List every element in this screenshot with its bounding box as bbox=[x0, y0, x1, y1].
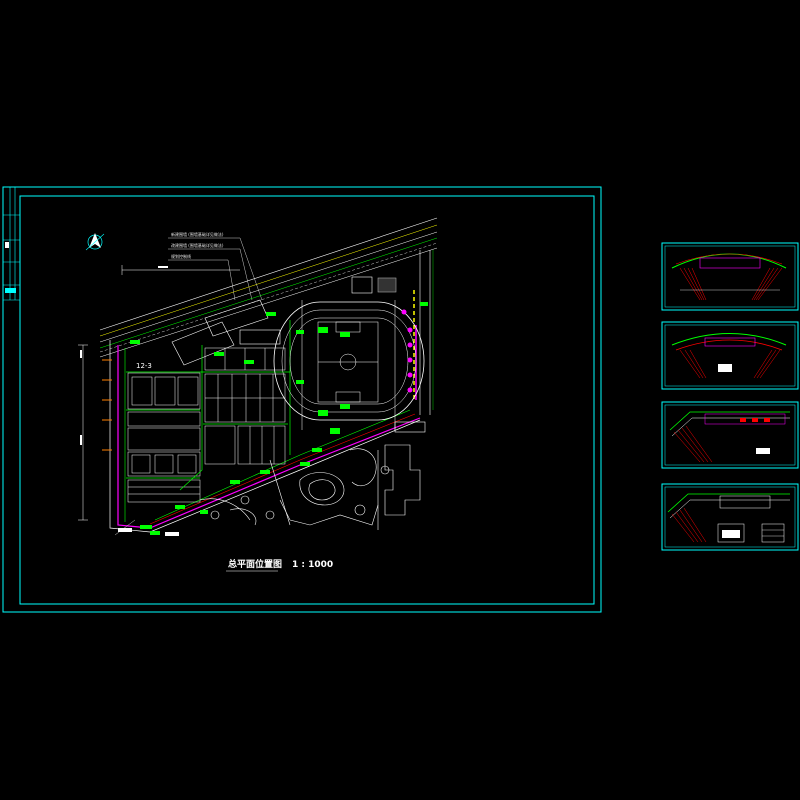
legend-line-1: 新建围墙 (围墙基础详见做法) bbox=[171, 231, 224, 237]
bottom-right-building bbox=[384, 421, 426, 516]
landscape-area bbox=[199, 448, 390, 530]
tree-markers bbox=[401, 309, 413, 393]
thumbnail-sheet-1[interactable] bbox=[661, 242, 799, 311]
thumbnail-sheet-4[interactable] bbox=[661, 483, 799, 551]
main-sheet-outer-frame bbox=[2, 186, 602, 613]
main-sheet-inner-frame bbox=[19, 195, 595, 605]
legend-line-3: 规划控制线 bbox=[171, 253, 191, 259]
thumbnail-sheet-3[interactable] bbox=[661, 401, 799, 469]
dimension-line-left bbox=[78, 344, 88, 521]
green-paths bbox=[126, 320, 291, 491]
north-arrow-icon bbox=[85, 233, 105, 251]
green-tags bbox=[130, 302, 428, 529]
courts-left bbox=[127, 372, 201, 503]
right-road bbox=[413, 250, 434, 415]
title-block-strip bbox=[3, 187, 20, 301]
diagonal-road bbox=[99, 217, 438, 358]
legend-block: 新建围墙 (围墙基础详见做法) 改建围墙 (围墙基础详见做法) 规划控制线 bbox=[168, 231, 263, 301]
dimension-line-top bbox=[121, 265, 240, 275]
thumbnail-sheet-2[interactable] bbox=[661, 321, 799, 390]
main-sheet[interactable]: 新建围墙 (围墙基础详见做法) 改建围墙 (围墙基础详见做法) 规划控制线 bbox=[2, 186, 602, 613]
legend-line-2: 改建围墙 (围墙基础详见做法) bbox=[171, 242, 224, 248]
top-buildings bbox=[171, 276, 397, 366]
drawing-scale: 1 : 1000 bbox=[292, 560, 333, 570]
courts-center bbox=[204, 347, 286, 465]
athletics-track bbox=[273, 300, 425, 434]
entrance-labels bbox=[114, 519, 179, 536]
plot-label: 12-3 bbox=[136, 362, 152, 370]
drawing-title: 总平面位置图 bbox=[228, 558, 282, 570]
